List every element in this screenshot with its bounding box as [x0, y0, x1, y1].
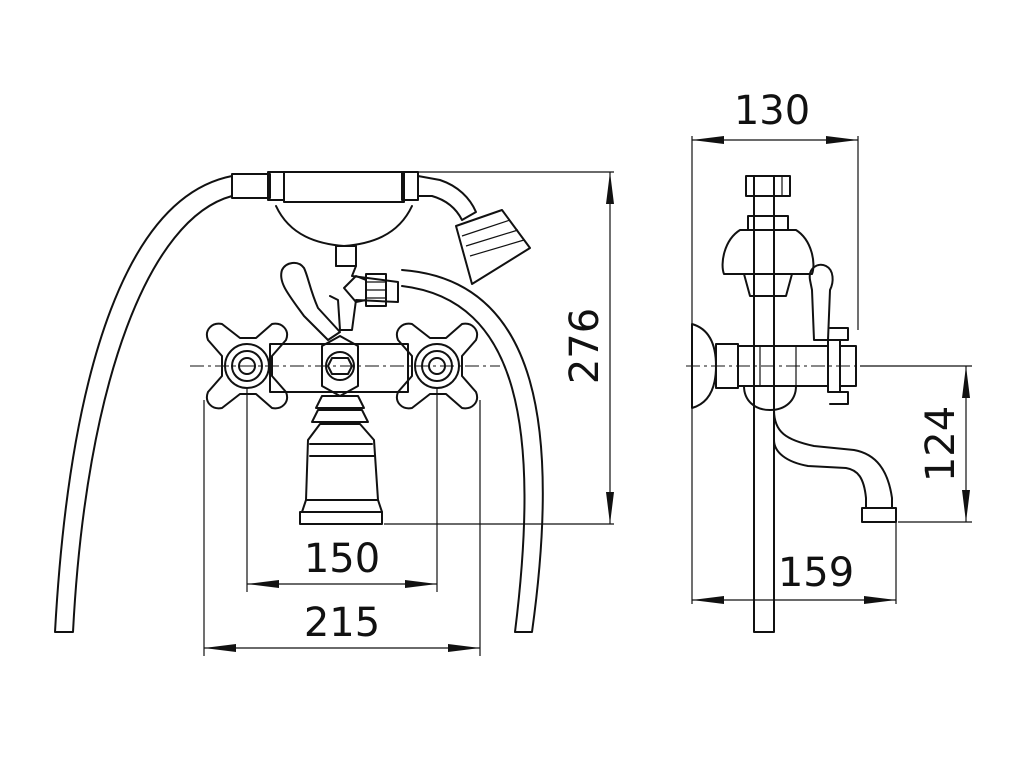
side-handle: [808, 263, 857, 405]
dimension-159-label: 159: [778, 550, 854, 596]
spout-body: [299, 395, 383, 525]
dimension-215: 215: [204, 600, 480, 652]
hand-shower: [231, 171, 531, 285]
diverter-lever: [280, 262, 341, 341]
dimension-159: 159: [692, 550, 896, 604]
dimension-150: 150: [247, 536, 437, 588]
side-spout: [773, 409, 893, 509]
dimension-215-label: 215: [304, 600, 380, 646]
dimension-276: 276: [562, 172, 614, 524]
dimension-130: 130: [692, 88, 858, 144]
side-view: 130 159 124: [686, 88, 972, 633]
dimension-150-label: 150: [304, 536, 380, 582]
shower-hose: [54, 175, 544, 633]
hose-nut: [343, 273, 387, 307]
dimension-124: 124: [918, 366, 970, 522]
front-view: 150 215 276: [54, 171, 614, 656]
shower-holder: [329, 265, 399, 331]
side-shower-holder: [721, 175, 815, 633]
dimension-130-label: 130: [734, 88, 810, 134]
mixer-body: [269, 343, 409, 393]
dimension-276-label: 276: [562, 308, 608, 384]
dimension-124-label: 124: [918, 406, 964, 482]
